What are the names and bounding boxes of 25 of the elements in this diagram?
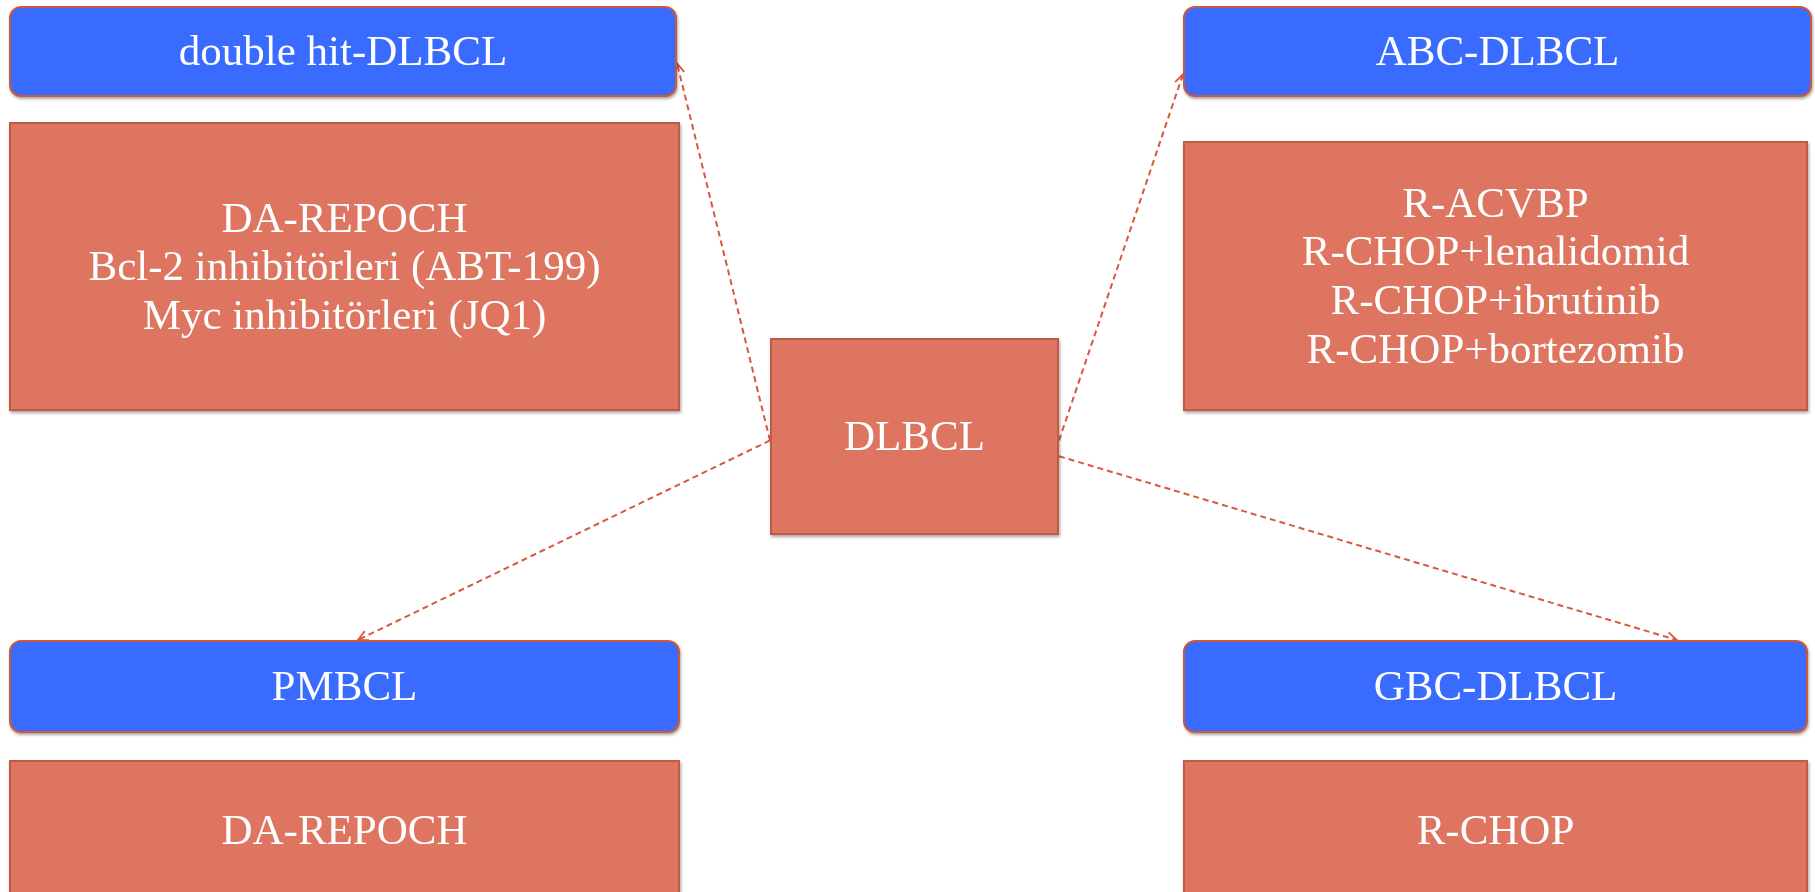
box-text: GBC-DLBCL — [1373, 662, 1618, 711]
treatment-box — [770, 338, 1059, 535]
box-text: R-ACVBP — [1402, 178, 1589, 228]
box-text: DLBCL — [844, 412, 985, 461]
box-text: Myc inhibitörleri (JQ1) — [142, 290, 547, 340]
box-text: R-CHOP+ibrutinib — [1330, 276, 1661, 325]
box-text: Bcl-2 inhibitörleri (ABT-199) — [88, 242, 601, 291]
category-header-box — [1183, 640, 1808, 733]
arrow — [356, 439, 771, 642]
box-text: ABC-DLBCL — [1375, 27, 1620, 76]
arrow — [1058, 455, 1678, 643]
category-header-box — [9, 6, 677, 97]
treatment-box — [1183, 760, 1808, 892]
box-text: R-CHOP+bortezomib — [1306, 324, 1685, 374]
treatment-box — [1183, 141, 1808, 411]
box-text: double hit-DLBCL — [178, 27, 508, 76]
box-text: R-CHOP+lenalidomid — [1301, 227, 1690, 276]
box-text: DA-REPOCH — [221, 805, 468, 855]
box-text: PMBCL — [271, 662, 418, 711]
box-text: DA-REPOCH — [221, 193, 468, 243]
category-header-box — [1183, 6, 1812, 97]
box-text: R-CHOP — [1416, 805, 1575, 855]
category-header-box — [9, 640, 680, 733]
treatment-box — [9, 760, 680, 892]
treatment-box — [9, 122, 680, 411]
